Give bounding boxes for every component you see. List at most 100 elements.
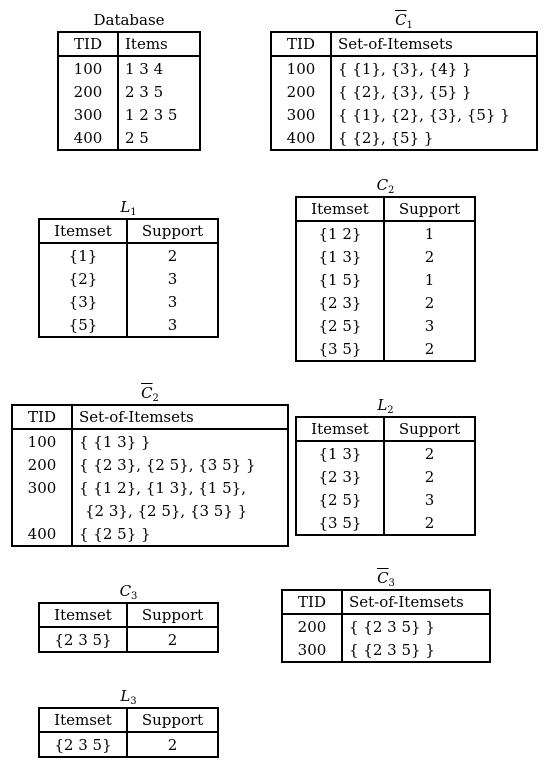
itemsets-cell: {2 3}, {2 5}, {3 5} }	[85, 501, 248, 520]
c1-bar-block: C1 TID Set-of-Itemsets 100 { {1}, {3}, {4…	[270, 12, 538, 151]
l1-block: L1 Itemset Support {1} 2 {2}3 {3}3 {5} 3	[38, 199, 219, 338]
c3-table: Itemset Support {2 3 5} 2	[38, 602, 219, 653]
itemset-cell: {2 3}	[296, 291, 385, 314]
itemsets-cell: { {1}, {2}, {3}, {5} }	[338, 105, 510, 124]
c2-bar-title: C2	[141, 384, 159, 404]
l2-title: L2	[377, 396, 394, 416]
items-cell: 1 2 3 5	[125, 105, 178, 124]
tid-cell: 200	[282, 614, 343, 638]
l1-title: L1	[120, 198, 137, 218]
database-title: Database	[93, 11, 165, 29]
table-row: 300{ {2 3 5} }	[282, 638, 490, 662]
tid-cell: 200	[58, 80, 119, 103]
column-header: Itemset	[39, 708, 128, 733]
items-cell: 2 5	[125, 128, 149, 147]
table-row: {1 5}1	[296, 268, 475, 291]
table-row: {2 3 5} 2	[39, 627, 218, 652]
table-row: {3 5} 2	[296, 511, 475, 535]
tid-cell: 400	[58, 126, 119, 150]
support-cell: 2	[424, 513, 435, 532]
itemset-cell: {3}	[39, 290, 128, 313]
c2-bar-block: C2 TID Set-of-Itemsets 100{ {1 3} } 200{…	[11, 385, 289, 547]
table-row: {3}3	[39, 290, 218, 313]
support-cell: 2	[167, 246, 178, 265]
support-cell: 1	[424, 224, 435, 243]
column-header: Support	[127, 603, 218, 628]
itemset-cell: {2 3 5}	[39, 627, 128, 652]
itemset-cell: {5}	[39, 313, 128, 337]
itemsets-cell: { {1 2}, {1 3}, {1 5},	[79, 478, 246, 497]
itemsets-cell: { {2 3 5} }	[349, 617, 435, 636]
support-cell: 2	[167, 630, 178, 649]
items-cell: 2 3 5	[125, 82, 164, 101]
column-header: Itemset	[296, 197, 385, 222]
table-row: {1} 2	[39, 243, 218, 267]
c2-table: Itemset Support {1 2}1 {1 3}2 {1 5}1 {2 …	[295, 196, 476, 362]
column-header: Support	[127, 219, 218, 244]
c3-block: C3 Itemset Support {2 3 5} 2	[38, 583, 219, 653]
column-header: Itemset	[39, 219, 128, 244]
table-row: 200{ {2}, {3}, {5} }	[271, 80, 537, 103]
tid-cell: 300	[12, 476, 73, 499]
tid-cell: 300	[58, 103, 119, 126]
column-header: Support	[127, 708, 218, 733]
table-row: 300{ {1}, {2}, {3}, {5} }	[271, 103, 537, 126]
itemset-cell: {1 3}	[296, 441, 385, 465]
c2-bar-table: TID Set-of-Itemsets 100{ {1 3} } 200{ {2…	[11, 404, 289, 547]
itemset-cell: {2 3}	[296, 465, 385, 488]
column-header: TID	[271, 32, 332, 57]
column-header: Itemset	[39, 603, 128, 628]
table-row: {2 3} 2	[296, 465, 475, 488]
itemset-cell: {3 5}	[296, 511, 385, 535]
table-row: {1 2} 1	[296, 221, 475, 245]
l3-table: Itemset Support {2 3 5}2	[38, 707, 219, 758]
support-cell: 3	[424, 316, 435, 335]
table-row: {2 5}3	[296, 314, 475, 337]
itemset-cell: {2 3 5}	[39, 732, 128, 757]
column-header: TID	[58, 32, 119, 57]
l3-title: L3	[120, 687, 137, 707]
support-cell: 2	[424, 293, 435, 312]
column-header: Support	[384, 417, 475, 442]
c2-block: C2 Itemset Support {1 2}1 {1 3}2 {1 5}1 …	[295, 177, 476, 362]
tid-cell: 400	[271, 126, 332, 150]
itemset-cell: {1 5}	[296, 268, 385, 291]
c1-bar-title: C1	[395, 11, 413, 31]
itemsets-cell: { {2 5} }	[79, 524, 151, 543]
tid-cell: 100	[271, 56, 332, 80]
tid-cell: 100	[58, 56, 119, 80]
itemsets-cell: { {2}, {5} }	[338, 128, 434, 147]
table-row: 100 { {1}, {3}, {4} }	[271, 56, 537, 80]
c3-bar-block: C3 TID Set-of-Itemsets 200{ {2 3 5} } 30…	[281, 570, 491, 663]
table-row: {2}3	[39, 267, 218, 290]
itemset-cell: {2 5}	[296, 488, 385, 511]
itemset-cell: {3 5}	[296, 337, 385, 361]
table-row: 100{ {1 3} }	[12, 429, 288, 453]
itemset-cell: {2}	[39, 267, 128, 290]
l1-table: Itemset Support {1} 2 {2}3 {3}3 {5} 3	[38, 218, 219, 338]
itemset-cell: {1 2}	[296, 221, 385, 245]
column-header: Items	[118, 32, 200, 57]
column-header: Set-of-Itemsets	[342, 590, 490, 615]
l3-block: L3 Itemset Support {2 3 5}2	[38, 688, 219, 758]
itemsets-cell: { {2}, {3}, {5} }	[338, 82, 472, 101]
c3-title: C3	[119, 582, 138, 602]
itemsets-cell: { {1}, {3}, {4} }	[338, 59, 472, 78]
table-row: 400 { {2}, {5} }	[271, 126, 537, 150]
table-row: {1 3}2	[296, 245, 475, 268]
support-cell: 2	[424, 467, 435, 486]
itemset-cell: {1}	[39, 243, 128, 267]
table-row: 200 2 3 5	[58, 80, 200, 103]
table-row: {3 5}2	[296, 337, 475, 361]
support-cell: 2	[424, 444, 435, 463]
table-row: {2 3}, {2 5}, {3 5} }	[12, 499, 288, 522]
column-header: Set-of-Itemsets	[72, 405, 288, 430]
tid-cell	[12, 499, 73, 522]
column-header: Set-of-Itemsets	[331, 32, 537, 57]
table-row: 400{ {2 5} }	[12, 522, 288, 546]
support-cell: 3	[167, 315, 178, 334]
tid-cell: 300	[282, 638, 343, 662]
